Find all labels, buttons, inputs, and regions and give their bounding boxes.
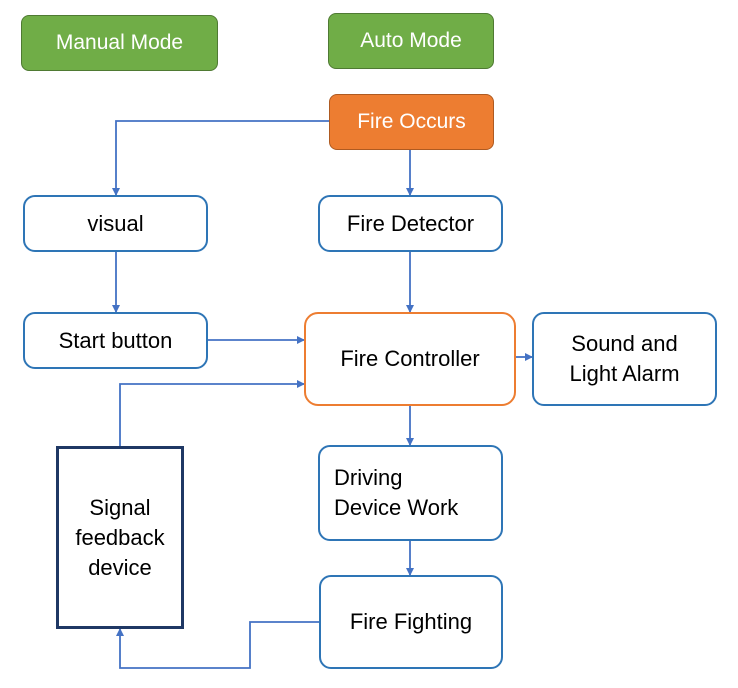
signal-feedback-device-text: Signal feedback device xyxy=(75,494,165,580)
fire-detector-text: Fire Detector xyxy=(346,210,475,236)
sound-light-alarm-node: Sound and Light Alarm xyxy=(532,312,717,406)
driving-device-work-text: Driving Device Work xyxy=(334,465,459,520)
auto-mode-label: Auto Mode xyxy=(328,13,494,69)
visual-node: visual xyxy=(23,195,208,252)
connector-feedback-to-controller xyxy=(119,380,305,446)
start-button-node: Start button xyxy=(23,312,208,369)
visual-text: visual xyxy=(87,210,144,236)
auto-mode-text: Auto Mode xyxy=(360,29,462,52)
sound-light-alarm-text: Sound and Light Alarm xyxy=(569,331,680,386)
manual-mode-text: Manual Mode xyxy=(55,31,184,54)
fire-controller-node: Fire Controller xyxy=(304,312,516,406)
start-button-text: Start button xyxy=(58,327,173,353)
connector-fire-occurs-to-visual xyxy=(112,120,329,196)
fire-occurs-node: Fire Occurs xyxy=(329,94,494,150)
driving-device-work-node: Driving Device Work xyxy=(318,445,503,541)
fire-fighting-node: Fire Fighting xyxy=(319,575,503,669)
fire-occurs-text: Fire Occurs xyxy=(357,110,466,133)
fire-controller-text: Fire Controller xyxy=(340,346,480,371)
signal-feedback-device-node: Signal feedback device xyxy=(56,446,184,629)
manual-mode-label: Manual Mode xyxy=(21,15,218,71)
connector-fighting-to-feedback xyxy=(116,621,319,669)
fire-fighting-text: Fire Fighting xyxy=(349,609,473,634)
fire-detector-node: Fire Detector xyxy=(318,195,503,252)
